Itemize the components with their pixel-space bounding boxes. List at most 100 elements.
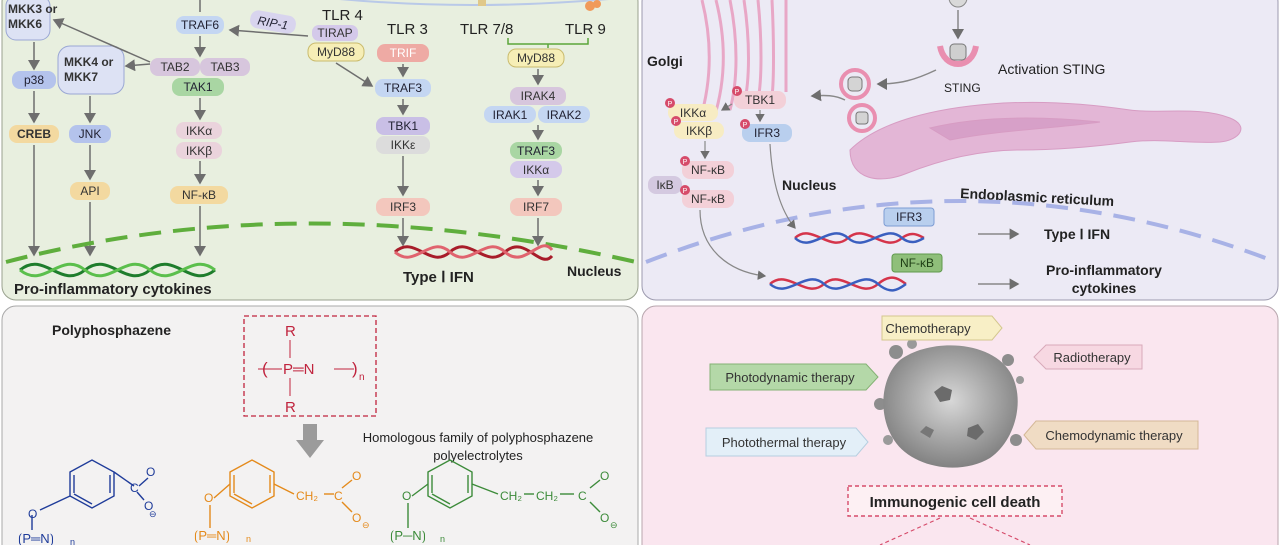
traf6-label: TRAF6 (181, 18, 219, 32)
structure-orange-labels: O CH₂ C O O ⊖ ⟮P═N⟯ n (194, 469, 370, 544)
type1-ifn-left: Type Ⅰ IFN (403, 269, 474, 286)
photodynamic-tag (709, 363, 879, 391)
nfkb-sting-2-label: NF-κB (691, 192, 725, 206)
node-nfkb-left (170, 186, 228, 204)
radiotherapy-label: Radiotherapy (1053, 350, 1131, 365)
myd88-right-label: MyD88 (517, 51, 555, 65)
svg-text:C: C (130, 481, 139, 495)
node-tbk1-center (376, 117, 430, 135)
node-ifr3-sting (742, 124, 792, 142)
tumor-cell-icon (874, 339, 1024, 468)
tlr9-label: TLR 9 (565, 21, 606, 38)
irf7-label: IRF7 (523, 200, 549, 214)
ifr3-sting-label: IFR3 (754, 126, 780, 140)
r-group-top: R (285, 323, 296, 340)
svg-text:O: O (352, 469, 361, 483)
mkk47-line1: MKK4 or (64, 55, 114, 69)
homologous-line1: Homologous family of polyphosphazene (363, 430, 594, 445)
svg-text:CH₂: CH₂ (296, 489, 318, 503)
rip1-label: RIP-1 (257, 13, 290, 32)
tab2-label: TAB2 (160, 60, 189, 74)
structure-box (243, 315, 377, 417)
mkk36-line1: MKK3 or (8, 2, 58, 16)
node-mkk47 (57, 45, 125, 95)
dna-right-upper (794, 232, 925, 244)
nucleus-label-right: Nucleus (782, 177, 837, 193)
activation-sting-label: Activation STING (998, 61, 1105, 77)
homologous-line2: polyelectrolytes (433, 448, 523, 463)
node-nfkb-sting-1 (682, 161, 734, 179)
nfkb-on-dna-label: NF-κB (900, 256, 934, 270)
icd-label: Immunogenic cell death (870, 494, 1041, 511)
nfkb-on-dna (891, 253, 943, 273)
irak1-label: IRAK1 (493, 108, 528, 122)
node-tab2 (150, 58, 200, 76)
svg-text:O: O (600, 511, 609, 525)
node-trif (377, 44, 429, 62)
node-ikka-sting (668, 104, 718, 121)
tlr3-label: TLR 3 (387, 21, 428, 38)
node-ikkb-left (176, 142, 222, 159)
node-irf3-center (376, 198, 430, 216)
phospho-ikka: P (668, 101, 673, 108)
node-rip1 (250, 10, 296, 34)
ikb-label: IκB (656, 178, 673, 192)
irak2-label: IRAK2 (547, 108, 582, 122)
photothermal-tag (705, 427, 869, 457)
svg-text:C: C (334, 489, 343, 503)
myd88-left-label: MyD88 (317, 45, 355, 59)
node-irf7 (510, 198, 562, 216)
chemotherapy-tag (881, 315, 1003, 341)
backbone-bracket-close: ) (352, 359, 358, 378)
node-traf6 (176, 16, 224, 34)
vesicle-lower (847, 103, 877, 133)
ifr3-on-dna (883, 207, 935, 227)
svg-text:CH₂: CH₂ (500, 489, 522, 503)
node-p38 (12, 71, 56, 89)
chemotherapy-label: Chemotherapy (885, 321, 971, 336)
node-tak1 (172, 78, 224, 96)
tab3-label: TAB3 (210, 60, 239, 74)
backbone-subscript: n (359, 372, 365, 383)
ikke-label: IKKε (391, 138, 416, 152)
node-api (70, 182, 110, 200)
node-ikka-left (176, 122, 222, 139)
svg-text:⟮P═N⟯: ⟮P═N⟯ (18, 531, 54, 545)
chemodynamic-label: Chemodynamic therapy (1045, 428, 1183, 443)
panel-polyphosphazene (1, 305, 639, 545)
proinflammatory-right-2: cytokines (1072, 280, 1137, 296)
node-myd88-left (307, 42, 365, 62)
green-subscript: n (440, 534, 445, 544)
node-traf3-right (510, 142, 562, 159)
svg-text:O: O (204, 491, 213, 505)
tak1-label: TAK1 (183, 80, 212, 94)
polyphosphazene-structure: R ( P═N ) n R (258, 323, 365, 416)
ifr3-on-dna-label: IFR3 (896, 210, 922, 224)
phospho-tbk1: P (735, 89, 740, 96)
node-irak1 (484, 106, 536, 123)
structure-green-labels: O CH₂ CH₂ C O O ⊖ ⟮P─N⟯ n (390, 469, 618, 544)
sting-icon (937, 0, 979, 67)
jnk-label: JNK (79, 127, 102, 141)
trif-label: TRIF (390, 46, 417, 60)
r-group-bottom: R (285, 399, 296, 416)
dna-right-lower (769, 276, 907, 292)
node-myd88-right (507, 48, 565, 68)
node-tirap (312, 25, 358, 41)
svg-text:O: O (146, 465, 155, 479)
backbone-pn: P═N (283, 361, 314, 378)
dna-green (19, 262, 216, 278)
svg-text:O: O (600, 469, 609, 483)
structure-blue-labels: O C O O ⊖ ⟮P═N⟯ n (18, 465, 157, 545)
p38-label: p38 (24, 73, 44, 87)
node-creb (9, 125, 59, 143)
node-ikke (376, 136, 430, 154)
svg-text:O: O (28, 507, 37, 521)
irak4-label: IRAK4 (521, 89, 556, 103)
svg-text:⟮P═N⟯: ⟮P═N⟯ (194, 528, 230, 543)
tlr4-label: TLR 4 (322, 7, 363, 24)
structure-orange (209, 459, 353, 528)
tirap-label: TIRAP (317, 26, 352, 40)
